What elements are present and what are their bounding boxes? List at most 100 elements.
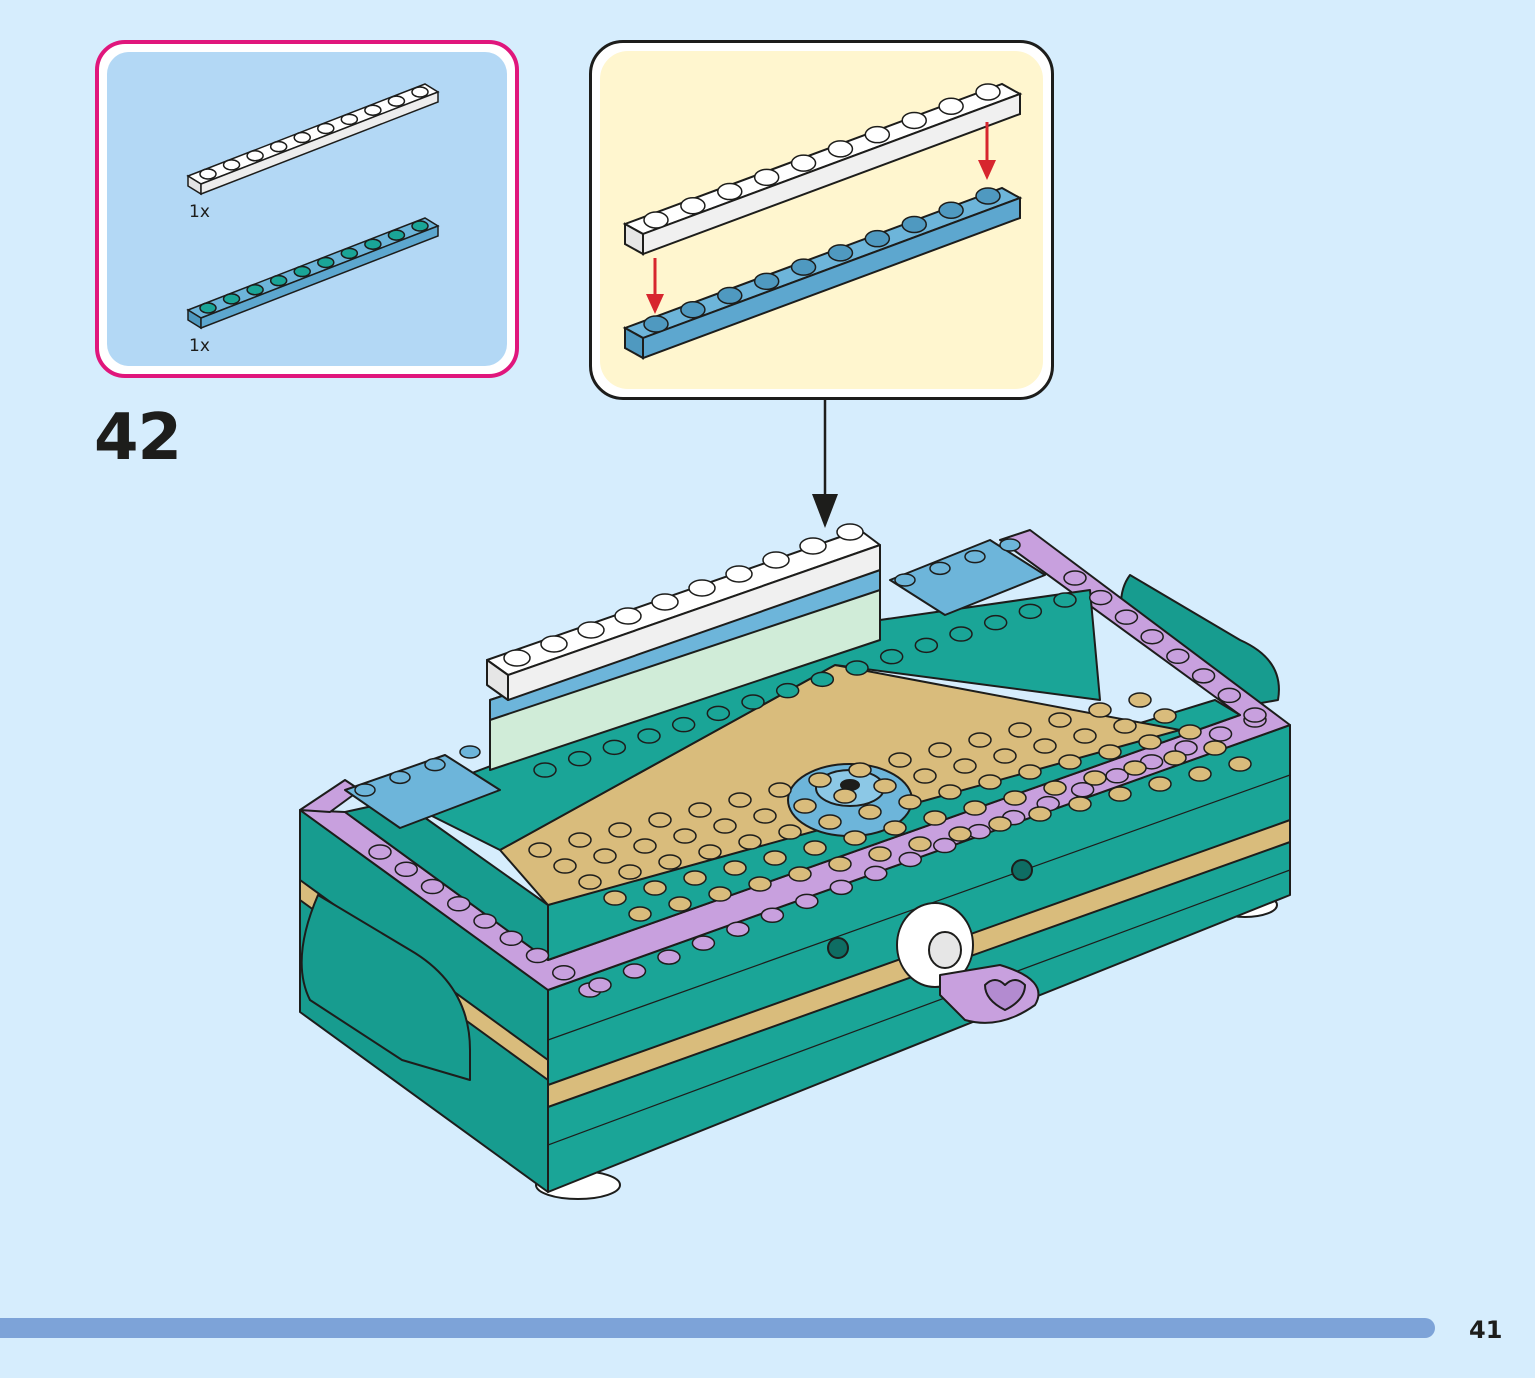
stud bbox=[1243, 707, 1267, 723]
stud bbox=[1068, 796, 1092, 812]
stud bbox=[717, 182, 743, 201]
parts-list-panel bbox=[107, 52, 507, 366]
stud bbox=[741, 694, 765, 710]
stud bbox=[411, 86, 429, 98]
stud bbox=[1008, 722, 1032, 738]
stud bbox=[688, 579, 716, 597]
stud bbox=[713, 818, 737, 834]
stud bbox=[1098, 744, 1122, 760]
stud bbox=[1163, 750, 1187, 766]
stud bbox=[864, 125, 891, 144]
stud bbox=[760, 907, 785, 924]
part-quantity-white: 1x bbox=[189, 202, 210, 222]
stud bbox=[708, 886, 732, 902]
stud bbox=[725, 565, 753, 583]
subassembly-blue-plate bbox=[622, 186, 1023, 360]
stud bbox=[364, 238, 382, 250]
stud bbox=[293, 265, 311, 278]
stud bbox=[938, 97, 964, 115]
stud bbox=[827, 244, 854, 262]
stud bbox=[643, 880, 667, 896]
stud bbox=[628, 906, 652, 922]
stud bbox=[1166, 648, 1190, 665]
stud bbox=[833, 788, 857, 804]
stud bbox=[803, 840, 827, 856]
stud bbox=[1148, 776, 1172, 792]
stud bbox=[964, 549, 986, 564]
stud bbox=[949, 626, 973, 642]
stud bbox=[864, 229, 891, 248]
stud bbox=[567, 750, 592, 767]
stud bbox=[953, 758, 977, 774]
stud bbox=[199, 302, 217, 314]
stud bbox=[1178, 724, 1202, 740]
stud bbox=[1191, 668, 1216, 684]
stud bbox=[914, 637, 939, 654]
stud bbox=[1003, 790, 1027, 806]
stud bbox=[898, 794, 922, 810]
stud bbox=[738, 834, 762, 850]
stud bbox=[459, 745, 481, 759]
stud bbox=[1088, 589, 1113, 606]
stud bbox=[698, 844, 722, 860]
stud bbox=[317, 122, 335, 135]
stud bbox=[648, 812, 672, 828]
stud bbox=[540, 635, 568, 653]
stud bbox=[577, 621, 605, 639]
stud bbox=[1114, 609, 1139, 625]
stud bbox=[778, 824, 802, 840]
stud bbox=[901, 215, 927, 234]
stud bbox=[643, 211, 669, 229]
stud bbox=[938, 784, 962, 800]
stud bbox=[222, 159, 241, 171]
stud bbox=[894, 573, 916, 587]
stud bbox=[1063, 570, 1087, 586]
stud bbox=[364, 104, 382, 116]
stud bbox=[680, 301, 706, 319]
stud bbox=[762, 551, 790, 569]
stud bbox=[768, 782, 792, 798]
stud bbox=[978, 774, 1002, 790]
stud bbox=[1028, 806, 1052, 822]
stud bbox=[499, 930, 523, 946]
stud bbox=[948, 826, 972, 842]
stud bbox=[728, 792, 752, 808]
stud bbox=[578, 874, 602, 890]
stud bbox=[938, 201, 964, 219]
stud bbox=[602, 739, 627, 756]
stud bbox=[1083, 770, 1107, 786]
stud bbox=[923, 810, 947, 826]
stud bbox=[793, 798, 817, 814]
stud bbox=[1018, 764, 1042, 780]
stud bbox=[1128, 692, 1152, 708]
stud bbox=[836, 523, 864, 541]
stud bbox=[680, 197, 706, 215]
stud bbox=[657, 949, 681, 965]
stud bbox=[726, 921, 750, 937]
stud bbox=[199, 168, 217, 180]
stud bbox=[1153, 708, 1177, 724]
stud bbox=[1058, 754, 1082, 770]
stud bbox=[858, 804, 882, 820]
stud bbox=[968, 732, 992, 748]
stud bbox=[394, 861, 418, 877]
stud bbox=[658, 854, 682, 870]
stud bbox=[533, 762, 557, 778]
stud bbox=[354, 783, 376, 797]
stud bbox=[691, 935, 716, 951]
stud bbox=[688, 802, 712, 818]
stud bbox=[795, 893, 819, 910]
stud bbox=[975, 83, 1001, 101]
stud bbox=[1053, 592, 1077, 608]
stud bbox=[818, 814, 842, 830]
stud bbox=[424, 757, 446, 772]
stud bbox=[340, 113, 359, 126]
stud bbox=[932, 837, 957, 854]
stud bbox=[888, 752, 912, 768]
stud bbox=[387, 95, 406, 107]
stud bbox=[788, 866, 812, 882]
music-box-model bbox=[299, 523, 1291, 1200]
stud bbox=[683, 870, 707, 886]
